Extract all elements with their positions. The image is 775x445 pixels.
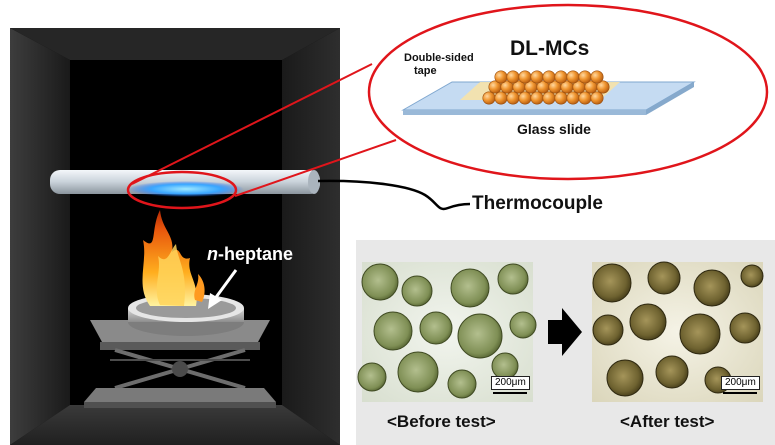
- microcapsule-after: [729, 312, 761, 344]
- microcapsule: [554, 91, 568, 105]
- test-chamber: [10, 28, 340, 445]
- microcapsule-after: [629, 303, 667, 341]
- sample-highlight-ellipse: [126, 170, 238, 210]
- glass-slide-label: Glass slide: [517, 121, 591, 137]
- microcapsule-after: [592, 314, 624, 346]
- microcapsule-before: [450, 268, 490, 308]
- microcapsule-after: [693, 269, 731, 307]
- microcapsule: [530, 91, 544, 105]
- microcapsule-after: [647, 261, 681, 295]
- microcapsule-after: [655, 355, 689, 389]
- microcapsule: [590, 91, 604, 105]
- microcapsule: [578, 70, 592, 84]
- glass-slide-holder: [50, 170, 320, 197]
- microcapsule: [494, 91, 508, 105]
- microcapsule: [494, 70, 508, 84]
- microcapsule-before: [457, 313, 503, 359]
- zoom-line-bottom: [234, 139, 397, 197]
- microcapsule-before: [373, 311, 413, 351]
- microcapsule: [578, 91, 592, 105]
- microcapsule: [530, 70, 544, 84]
- scale-bar-after: [723, 392, 757, 394]
- zoom-line-top: [131, 63, 373, 185]
- microcapsule: [518, 70, 532, 84]
- microcapsule-before: [361, 263, 399, 301]
- thermocouple-label: Thermocouple: [472, 193, 603, 214]
- microcapsule: [506, 70, 520, 84]
- microcapsule-after: [606, 359, 644, 397]
- tape-label: Double-sided tape: [404, 52, 474, 78]
- flame: [142, 210, 205, 306]
- scale-label-after: 200μm: [721, 376, 760, 390]
- microcapsule: [566, 91, 580, 105]
- microcapsule-before: [497, 263, 529, 295]
- microcapsule-layer: [482, 70, 610, 105]
- microcapsule: [506, 91, 520, 105]
- microcapsule: [542, 91, 556, 105]
- microcapsule-after: [679, 313, 721, 355]
- fuel-label-italic: n: [207, 244, 218, 264]
- microcapsule: [596, 80, 610, 94]
- microcapsule-after: [592, 263, 632, 303]
- tape-label-line2: tape: [414, 65, 437, 77]
- microcapsule: [554, 70, 568, 84]
- thermocouple-wire: [317, 179, 471, 211]
- fuel-label-rest: -heptane: [218, 244, 294, 264]
- after-microcapsules: [592, 261, 764, 397]
- scale-bar-before: [493, 392, 527, 394]
- before-caption: <Before test>: [387, 412, 496, 431]
- microcapsule: [566, 70, 580, 84]
- inset-title: DL-MCs: [510, 37, 590, 60]
- microcapsule-after: [740, 264, 764, 288]
- tape-label-line1: Double-sided: [404, 52, 474, 64]
- microcapsule: [518, 91, 532, 105]
- fuel-arrow: [208, 269, 238, 309]
- sequence-arrow: [548, 308, 582, 356]
- microcapsule: [542, 70, 556, 84]
- microcapsule: [482, 91, 496, 105]
- scale-label-before: 200μm: [491, 376, 530, 390]
- microcapsule-before: [397, 351, 439, 393]
- fuel-label: n-heptane: [207, 244, 293, 265]
- microcapsule-before: [509, 311, 537, 339]
- after-caption: <After test>: [620, 412, 715, 431]
- microcapsule-before: [419, 311, 453, 345]
- microcapsule-before: [447, 369, 477, 399]
- microcapsule-before: [401, 275, 433, 307]
- microcapsule-before: [357, 362, 387, 392]
- microcapsule: [590, 70, 604, 84]
